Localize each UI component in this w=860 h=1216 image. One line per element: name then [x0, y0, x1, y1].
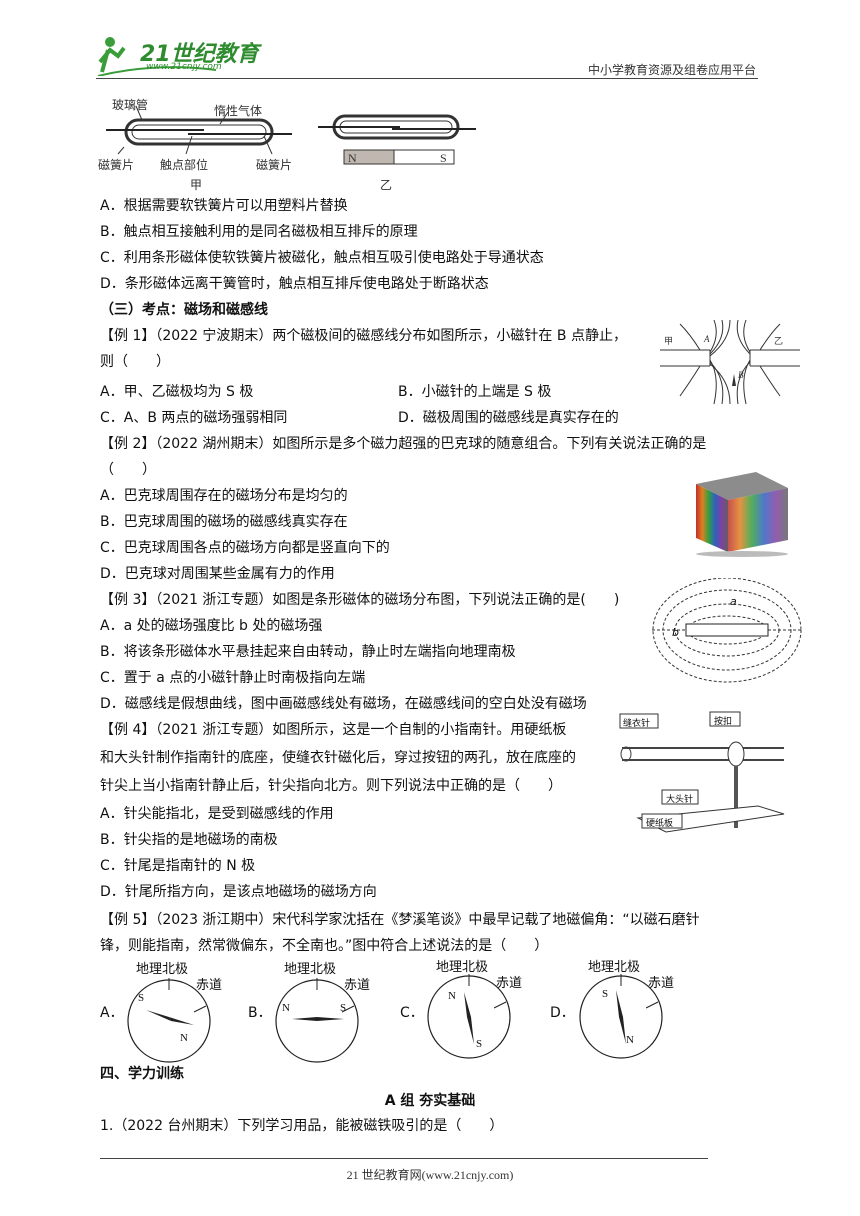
compass-b-equator-label: 赤道	[344, 978, 371, 993]
ex2-option-a: A．巴克球周围存在的磁场分布是均匀的	[100, 488, 348, 504]
ex4-label-needle: 缝衣针	[623, 719, 651, 729]
compass-c-s: S	[476, 1038, 483, 1050]
compass-b-s: S	[340, 1002, 347, 1014]
compass-c-n: N	[448, 990, 456, 1002]
compass-device-figure	[618, 710, 788, 842]
ex1-option-d: D．磁极周围的磁感线是真实存在的	[398, 410, 619, 426]
label-glass-tube: 玻璃管	[112, 98, 149, 112]
ex2-stem-line2: （ ）	[100, 462, 156, 478]
ex4-label-button: 按扣	[714, 717, 733, 727]
ex3-option-a: A．a 处的磁场强度比 b 处的磁场强	[100, 618, 323, 634]
compass-c-choice: C．	[400, 1005, 424, 1021]
ex4-stem-line2: 和大头针制作指南针的底座，使缝衣针磁化后，穿过按钮的两孔，放在底座的	[100, 750, 576, 766]
compass-a-north-label: 地理北极	[136, 962, 189, 977]
compass-a-figure	[124, 976, 214, 1070]
compass-d-figure	[576, 972, 666, 1066]
ex2-option-d: D．巴克球对周围某些金属有力的作用	[100, 566, 335, 582]
label-magnet-n: N	[348, 151, 357, 165]
ex4-label-board: 硬纸板	[646, 819, 674, 829]
runner-logo-icon	[97, 37, 217, 77]
header-rule	[96, 78, 758, 79]
ex5-stem-line1: 【例 5】（2023 浙江期中）宋代科学家沈括在《梦溪笔谈》中最早记载了地磁偏角…	[100, 912, 700, 928]
question-1: 1.（2022 台州期末）下列学习用品，能被磁铁吸引的是（ ）	[100, 1118, 504, 1134]
ex1-option-c: C．A、B 两点的磁场强弱相同	[100, 410, 288, 426]
ex5-stem-line2: 锋，则能指南，然常微偏东，不全南也。”图中符合上述说法的是（ ）	[100, 938, 549, 954]
ex3-fig-point-a: a	[730, 595, 737, 608]
footer-text: 21 世纪教育网(www.21cnjy.com)	[346, 1168, 514, 1182]
compass-b-choice: B．	[248, 1005, 272, 1021]
ex4-option-c: C．针尾是指南针的 N 极	[100, 858, 256, 874]
ex2-stem-line1: 【例 2】（2022 湖州期末）如图所示是多个磁力超强的巴克球的随意组合。下列有…	[100, 436, 707, 452]
ex2-option-c: C．巴克球周围各点的磁场方向都是竖直向下的	[100, 540, 390, 556]
ex3-fig-point-b: b	[672, 626, 679, 639]
bar-magnet-field-figure	[652, 577, 802, 688]
ex1-fig-point-a: A	[704, 334, 710, 344]
compass-a-equator-label: 赤道	[196, 978, 223, 993]
buckyball-cube-image	[690, 466, 794, 558]
label-inert-gas: 惰性气体	[214, 104, 263, 118]
ex4-option-b: B．针尖指的是地磁场的南极	[100, 832, 278, 848]
ex1-fig-right: 乙	[774, 336, 784, 346]
ex1-stem-line2: 则（ ）	[100, 354, 170, 370]
compass-a-s: S	[138, 992, 145, 1004]
label-spring-right: 磁簧片	[256, 158, 293, 172]
compass-d-n: N	[626, 1034, 634, 1046]
footer-rule	[100, 1158, 708, 1159]
ex1-field-lines-figure	[660, 316, 800, 408]
ex1-option-b: B．小磁针的上端是 S 极	[398, 384, 552, 400]
label-fig-b: 乙	[380, 178, 393, 192]
logo-text: 21世纪教育	[140, 42, 259, 67]
reed-option-d: D．条形磁体远离干簧管时，触点相互排斥使电路处于断路状态	[100, 276, 489, 292]
compass-b-n: N	[282, 1002, 290, 1014]
ex1-option-a: A．甲、乙磁极均为 S 极	[100, 384, 254, 400]
ex1-stem-line1: 【例 1】（2022 宁波期末）两个磁极间的磁感线分布如图所示，小磁针在 B 点…	[100, 328, 627, 344]
ex4-stem-line3: 针尖上当小指南针静止后，针尖指向北方。则下列说法中正确的是（ ）	[100, 778, 562, 794]
reed-option-b: B．触点相互接触利用的是同名磁极相互排斥的原理	[100, 224, 418, 240]
header-right-text: 中小学教育资源及组卷应用平台	[587, 63, 756, 77]
label-magnet-s: S	[440, 151, 447, 165]
ex3-option-c: C．置于 a 点的小磁针静止时南极指向左端	[100, 670, 366, 686]
compass-c-figure	[424, 972, 514, 1066]
label-contact: 触点部位	[160, 158, 209, 172]
label-fig-a: 甲	[190, 178, 203, 192]
section-3-title: （三）考点：磁场和磁感线	[100, 302, 268, 318]
compass-b-north-label: 地理北极	[284, 962, 337, 977]
compass-d-equator-label: 赤道	[648, 976, 675, 991]
compass-c-equator-label: 赤道	[496, 976, 523, 991]
ex1-fig-point-b: B	[738, 370, 744, 380]
ex3-option-d: D．磁感线是假想曲线，图中画磁感线处有磁场，在磁感线间的空白处没有磁场	[100, 696, 587, 712]
label-spring-left: 磁簧片	[98, 158, 135, 172]
ex4-option-a: A．针尖能指北，是受到磁感线的作用	[100, 806, 334, 822]
compass-d-north-label: 地理北极	[588, 960, 641, 975]
ex1-fig-left: 甲	[664, 336, 674, 346]
compass-a-choice: A．	[100, 1005, 124, 1021]
ex4-label-pin: 大头针	[666, 795, 694, 805]
ex4-stem-line1: 【例 4】（2021 浙江专题）如图所示，这是一个自制的小指南针。用硬纸板	[100, 722, 567, 738]
compass-c-north-label: 地理北极	[436, 960, 489, 975]
reed-option-a: A．根据需要软铁簧片可以用塑料片替换	[100, 198, 348, 214]
compass-d-choice: D．	[550, 1005, 575, 1021]
ex3-option-b: B．将该条形磁体水平悬挂起来自由转动，静止时左端指向地理南极	[100, 644, 516, 660]
group-a-title: A 组 夯实基础	[384, 1093, 476, 1109]
compass-b-figure	[272, 976, 362, 1070]
site-logo	[96, 32, 266, 80]
reed-option-c: C．利用条形磁体使软铁簧片被磁化，触点相互吸引使电路处于导通状态	[100, 250, 544, 266]
ex4-option-d: D．针尾所指方向，是该点地磁场的磁场方向	[100, 884, 377, 900]
logo-url: www.21cnjy.com	[146, 62, 222, 72]
section-4-title: 四、学力训练	[100, 1066, 184, 1082]
ex2-option-b: B．巴克球周围的磁场的磁感线真实存在	[100, 514, 348, 530]
ex3-stem-line1: 【例 3】（2021 浙江专题）如图是条形磁体的磁场分布图，下列说法正确的是( …	[100, 592, 620, 608]
compass-d-s: S	[602, 988, 609, 1000]
reed-switch-figure	[96, 92, 486, 188]
compass-a-n: N	[180, 1032, 188, 1044]
